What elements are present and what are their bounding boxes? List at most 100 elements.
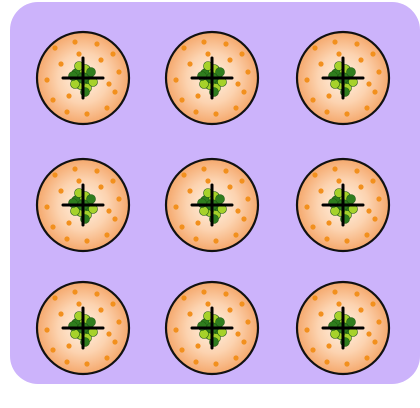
electron-dot — [235, 331, 240, 336]
electron-dot — [98, 57, 103, 62]
electron-dot — [106, 81, 111, 86]
electron-dot — [181, 172, 186, 177]
electron-dot — [358, 307, 363, 312]
electron-dot — [106, 331, 111, 336]
electron-dot — [72, 166, 77, 171]
electron-dot — [358, 184, 363, 189]
electron-dot — [223, 291, 228, 296]
electron-dot — [233, 105, 238, 110]
electron-dot — [205, 178, 210, 183]
electron-dot — [76, 51, 81, 56]
electron-dot — [179, 347, 184, 352]
electron-dot — [110, 178, 115, 183]
electron-dot — [235, 208, 240, 213]
electron-dot — [116, 319, 121, 324]
electron-dot — [66, 343, 71, 348]
electron-dot — [326, 220, 331, 225]
atom-icon — [37, 159, 129, 251]
electron-dot — [116, 69, 121, 74]
electron-dot — [336, 178, 341, 183]
electron-dot — [58, 188, 63, 193]
electron-dot — [84, 238, 89, 243]
electron-dot — [310, 97, 315, 102]
electron-dot — [52, 295, 57, 300]
electron-dot — [310, 347, 315, 352]
atom-icon — [37, 32, 129, 124]
electron-dot — [64, 236, 69, 241]
electron-dot — [64, 109, 69, 114]
electron-dot — [94, 291, 99, 296]
electron-dot — [50, 347, 55, 352]
electron-dot — [304, 204, 309, 209]
electron-dot — [179, 97, 184, 102]
electron-dot — [235, 81, 240, 86]
electron-dot — [354, 168, 359, 173]
electron-dot — [64, 359, 69, 364]
electron-dot — [344, 361, 349, 366]
electron-dot — [239, 301, 244, 306]
electron-dot — [193, 109, 198, 114]
electron-dot — [66, 220, 71, 225]
electron-dot — [245, 196, 250, 201]
electron-dot — [173, 77, 178, 82]
electron-dot — [366, 208, 371, 213]
electron-dot — [364, 105, 369, 110]
electron-dot — [318, 188, 323, 193]
electron-dot — [312, 172, 317, 177]
electron-dot — [187, 311, 192, 316]
electron-dot — [195, 93, 200, 98]
electron-dot — [372, 339, 377, 344]
electron-dot — [223, 168, 228, 173]
electron-dot — [213, 361, 218, 366]
electron-dot — [227, 184, 232, 189]
electron-dot — [76, 301, 81, 306]
electron-dot — [239, 178, 244, 183]
electron-dot — [364, 232, 369, 237]
electron-dot — [223, 41, 228, 46]
electron-dot — [106, 208, 111, 213]
electron-dot — [66, 93, 71, 98]
electron-dot — [376, 196, 381, 201]
electron-dot — [370, 178, 375, 183]
electron-dot — [227, 57, 232, 62]
electron-dot — [233, 232, 238, 237]
electron-dot — [336, 51, 341, 56]
electron-dot — [173, 204, 178, 209]
electron-dot — [366, 81, 371, 86]
electron-dot — [44, 327, 49, 332]
electron-dot — [326, 343, 331, 348]
atom-icon — [37, 282, 129, 374]
electron-dot — [233, 355, 238, 360]
electron-dot — [110, 51, 115, 56]
electron-dot — [112, 216, 117, 221]
electron-dot — [72, 39, 77, 44]
electron-dot — [104, 232, 109, 237]
electron-dot — [324, 359, 329, 364]
atom-icon — [297, 32, 389, 124]
electron-dot — [354, 41, 359, 46]
electron-dot — [201, 39, 206, 44]
electron-dot — [304, 327, 309, 332]
atom-icon — [166, 32, 258, 124]
electron-dot — [205, 51, 210, 56]
electron-dot — [50, 97, 55, 102]
electron-dot — [326, 93, 331, 98]
electron-dot — [239, 51, 244, 56]
electron-dot — [332, 289, 337, 294]
electron-dot — [98, 184, 103, 189]
electron-dot — [370, 51, 375, 56]
electron-dot — [241, 89, 246, 94]
electron-dot — [372, 89, 377, 94]
electron-dot — [110, 301, 115, 306]
electron-dot — [94, 168, 99, 173]
electron-dot — [84, 361, 89, 366]
electron-dot — [44, 204, 49, 209]
electron-dot — [181, 295, 186, 300]
electron-dot — [58, 311, 63, 316]
electron-dot — [98, 307, 103, 312]
electron-dot — [76, 178, 81, 183]
electron-dot — [354, 291, 359, 296]
electron-dot — [58, 61, 63, 66]
electron-dot — [324, 109, 329, 114]
